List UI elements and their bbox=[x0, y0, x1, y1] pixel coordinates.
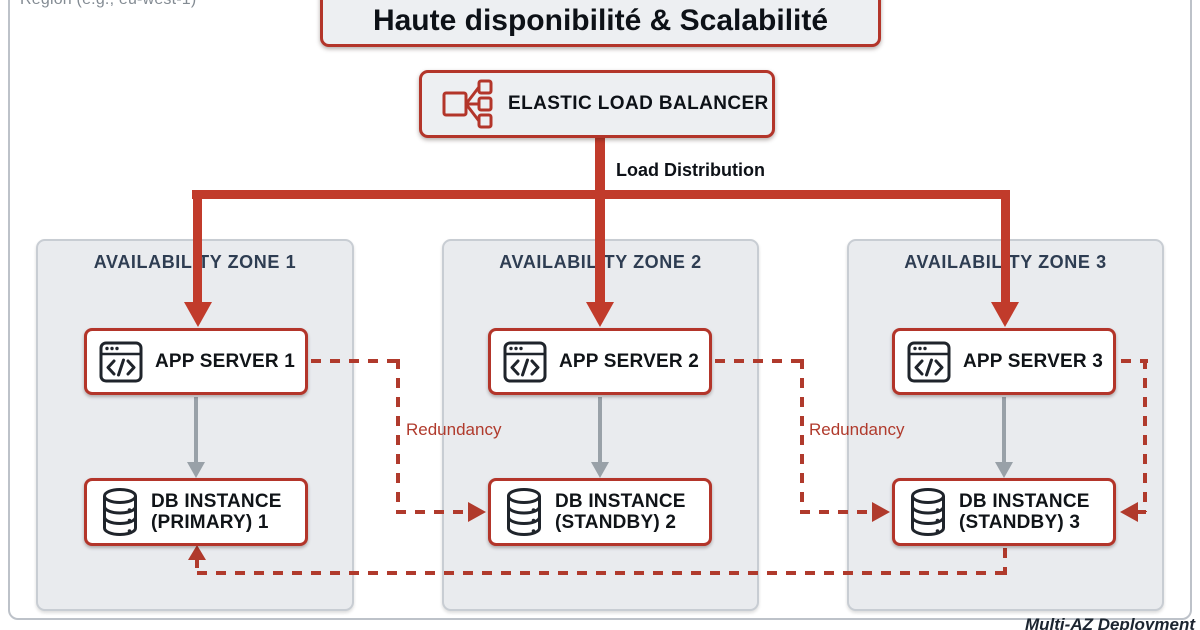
distribution-left-drop bbox=[193, 190, 202, 303]
redundancy-label-1: Redundancy bbox=[406, 420, 502, 439]
app-server-2-node: APP SERVER 2 bbox=[488, 328, 712, 395]
redundancy-path-1 bbox=[311, 359, 398, 363]
database-icon bbox=[505, 487, 543, 537]
redundancy-path-1 bbox=[396, 359, 400, 512]
redundancy-path-3 bbox=[1143, 359, 1147, 512]
redundancy-label-2: Redundancy bbox=[809, 420, 905, 439]
db-standby-2-node: DB INSTANCE (STANDBY) 2 bbox=[488, 478, 712, 546]
app-to-db-arrow-2 bbox=[598, 397, 602, 463]
db-primary-1-node: DB INSTANCE (PRIMARY) 1 bbox=[84, 478, 308, 546]
redundancy-path-1 bbox=[396, 510, 468, 514]
load-distribution-label: Load Distribution bbox=[616, 160, 765, 180]
app-server-3-label: APP SERVER 3 bbox=[963, 350, 1104, 372]
redundancy-arrowhead-3 bbox=[1120, 502, 1138, 522]
elb-node: ELASTIC LOAD BALANCER bbox=[419, 70, 775, 138]
db-standby-2-label: DB INSTANCE (STANDBY) 2 bbox=[555, 491, 686, 533]
app-to-db-arrow-1 bbox=[194, 397, 198, 463]
app-window-icon bbox=[99, 341, 143, 383]
arrowhead-down-zone2 bbox=[586, 302, 614, 327]
load-balancer-icon bbox=[441, 79, 493, 129]
arrowhead-down-zone1 bbox=[184, 302, 212, 327]
app-window-icon bbox=[503, 341, 547, 383]
arrowhead-down-zone3 bbox=[991, 302, 1019, 327]
app-to-db-arrowhead-1 bbox=[187, 462, 205, 478]
redundancy-path-2 bbox=[800, 510, 872, 514]
db-standby-3-label: DB INSTANCE (STANDBY) 3 bbox=[959, 491, 1090, 533]
redundancy-arrowhead-2 bbox=[872, 502, 890, 522]
db-standby-3-node: DB INSTANCE (STANDBY) 3 bbox=[892, 478, 1116, 546]
redundancy-path-2 bbox=[715, 359, 802, 363]
region-label: Region (e.g., eu-west-1) bbox=[20, 0, 196, 9]
replication-path bbox=[1003, 548, 1007, 575]
redundancy-arrowhead-1 bbox=[468, 502, 486, 522]
app-server-1-node: APP SERVER 1 bbox=[84, 328, 308, 395]
redundancy-path-3 bbox=[1121, 359, 1148, 363]
title-box: Haute disponibilité & Scalabilité bbox=[320, 0, 881, 47]
elb-center-arrow-line bbox=[595, 136, 605, 303]
app-server-1-label: APP SERVER 1 bbox=[155, 350, 296, 372]
replication-path bbox=[195, 558, 199, 573]
app-to-db-arrowhead-3 bbox=[995, 462, 1013, 478]
database-icon bbox=[909, 487, 947, 537]
page-title: Haute disponibilité & Scalabilité bbox=[372, 4, 829, 37]
replication-path bbox=[197, 571, 1007, 575]
app-to-db-arrowhead-2 bbox=[591, 462, 609, 478]
elb-label: ELASTIC LOAD BALANCER bbox=[508, 93, 769, 114]
db-primary-1-label: DB INSTANCE (PRIMARY) 1 bbox=[151, 491, 282, 533]
app-server-2-label: APP SERVER 2 bbox=[559, 350, 700, 372]
app-window-icon bbox=[907, 341, 951, 383]
app-to-db-arrow-3 bbox=[1002, 397, 1006, 463]
distribution-horizontal-line bbox=[192, 190, 1010, 199]
database-icon bbox=[101, 487, 139, 537]
app-server-3-node: APP SERVER 3 bbox=[892, 328, 1116, 395]
deployment-caption: Multi-AZ Deployment bbox=[1025, 615, 1195, 630]
distribution-right-drop bbox=[1001, 190, 1010, 303]
replication-arrowhead-up bbox=[188, 545, 206, 560]
redundancy-path-3 bbox=[1136, 510, 1147, 514]
redundancy-path-2 bbox=[800, 359, 804, 512]
